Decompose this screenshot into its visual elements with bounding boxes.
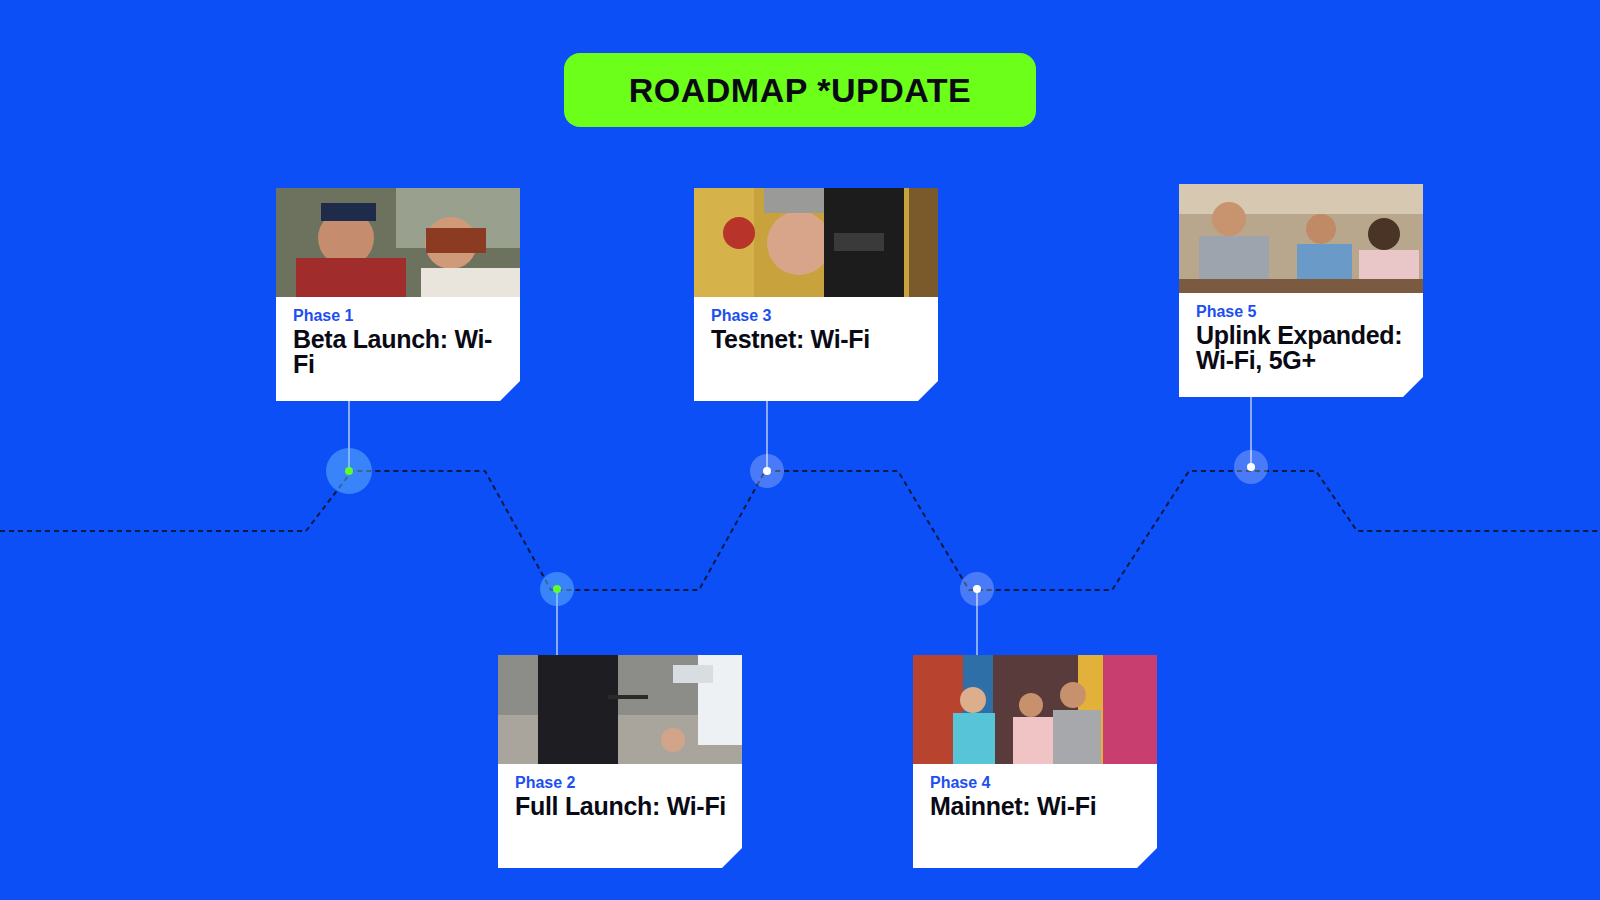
title: ROADMAP *UPDATE bbox=[629, 71, 972, 110]
photo bbox=[913, 655, 1157, 764]
timeline-dots bbox=[326, 448, 1268, 606]
phase-card: Phase 3 Testnet: Wi-Fi bbox=[694, 188, 938, 401]
photo bbox=[276, 188, 520, 297]
photo bbox=[1179, 184, 1423, 293]
phase-card: Phase 5 Uplink Expanded: Wi-Fi, 5G+ bbox=[1179, 184, 1423, 397]
phase-heading: Uplink Expanded: Wi-Fi, 5G+ bbox=[1196, 323, 1415, 373]
phase-heading: Testnet: Wi-Fi bbox=[711, 327, 930, 352]
title-pill: ROADMAP *UPDATE bbox=[564, 53, 1036, 127]
phase-card: Phase 1 Beta Launch: Wi-Fi bbox=[276, 188, 520, 401]
phase-heading: Beta Launch: Wi-Fi bbox=[293, 327, 512, 377]
phase-label: Phase 2 bbox=[515, 773, 734, 792]
phase-label: Phase 5 bbox=[1196, 302, 1415, 321]
phase-label: Phase 4 bbox=[930, 773, 1149, 792]
phase-heading: Mainnet: Wi-Fi bbox=[930, 794, 1149, 819]
phase-label: Phase 3 bbox=[711, 306, 930, 325]
phase-heading: Full Launch: Wi-Fi bbox=[515, 794, 734, 819]
photo bbox=[694, 188, 938, 297]
phase-card: Phase 4 Mainnet: Wi-Fi bbox=[913, 655, 1157, 868]
timeline-path bbox=[0, 471, 1600, 590]
photo bbox=[498, 655, 742, 764]
card-text: Phase 1 Beta Launch: Wi-Fi bbox=[293, 306, 512, 377]
phase-card: Phase 2 Full Launch: Wi-Fi bbox=[498, 655, 742, 868]
phase-label: Phase 1 bbox=[293, 306, 512, 325]
card-text: Phase 5 Uplink Expanded: Wi-Fi, 5G+ bbox=[1196, 302, 1415, 373]
card-text: Phase 2 Full Launch: Wi-Fi bbox=[515, 773, 734, 819]
card-text: Phase 4 Mainnet: Wi-Fi bbox=[930, 773, 1149, 819]
card-text: Phase 3 Testnet: Wi-Fi bbox=[711, 306, 930, 352]
leader-lines bbox=[349, 386, 1251, 660]
